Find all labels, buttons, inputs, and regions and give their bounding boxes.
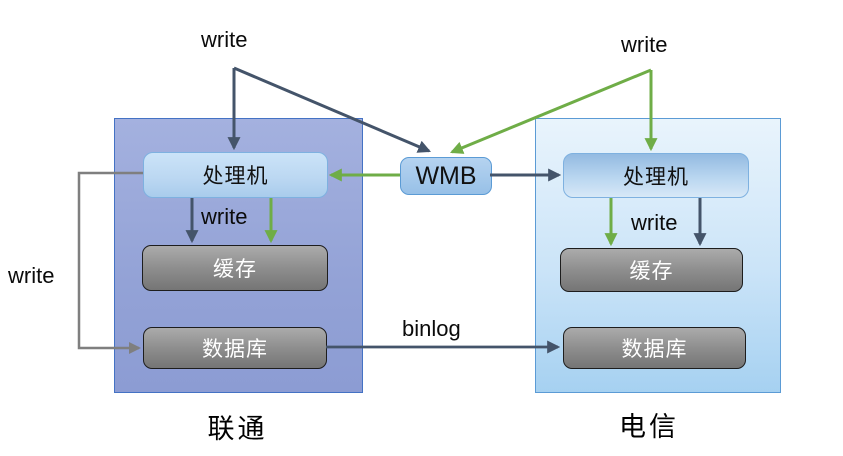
write-label-loop: write xyxy=(8,263,55,288)
telecom-cache-node: 缓存 xyxy=(560,248,743,292)
write-label-top-right: write xyxy=(621,32,668,57)
wmb-label: WMB xyxy=(415,161,477,190)
unicom-database-label: 数据库 xyxy=(202,338,268,361)
unicom-cache-node: 缓存 xyxy=(142,245,328,291)
unicom-processor-node: 处理机 xyxy=(143,152,328,198)
telecom-processor-label: 处理机 xyxy=(623,165,689,189)
unicom-processor-label: 处理机 xyxy=(202,165,269,188)
unicom-database-node: 数据库 xyxy=(143,327,327,369)
telecom-database-label: 数据库 xyxy=(621,338,688,361)
telecom-cache-label: 缓存 xyxy=(629,260,674,283)
write-label-top-left: write xyxy=(201,27,248,52)
telecom-region-title: 电信 xyxy=(619,412,679,442)
binlog-label: binlog xyxy=(402,316,461,341)
telecom-database-node: 数据库 xyxy=(563,327,746,369)
write-label-unicom-inner: write xyxy=(201,204,248,229)
wmb-node: WMB xyxy=(400,157,492,195)
unicom-region-title: 联通 xyxy=(207,414,268,444)
write-label-telecom-inner: write xyxy=(631,210,678,235)
telecom-processor-node: 处理机 xyxy=(563,153,749,198)
unicom-cache-label: 缓存 xyxy=(213,258,257,281)
